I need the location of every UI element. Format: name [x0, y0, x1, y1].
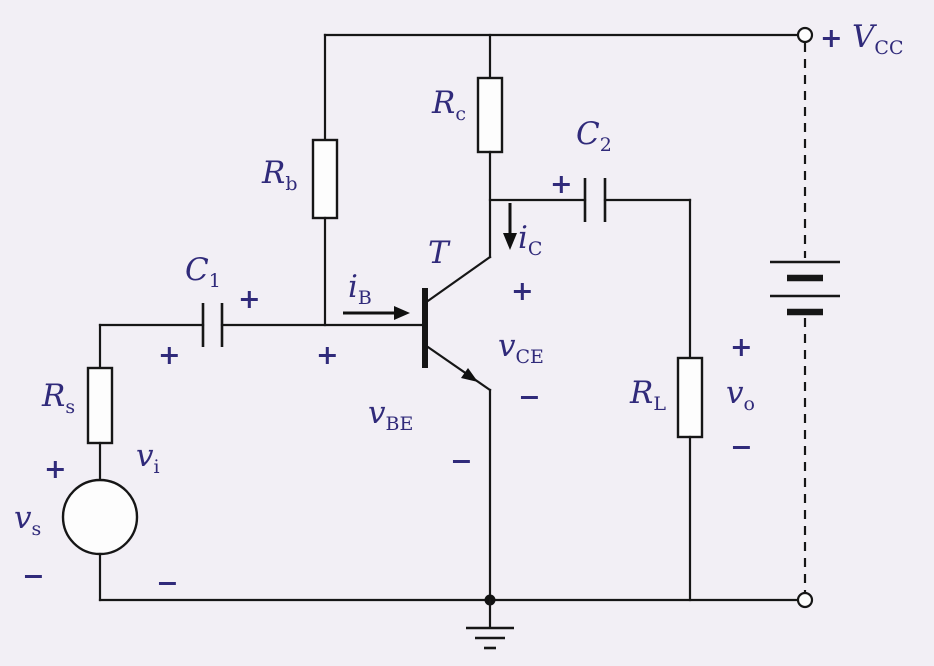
vo-label: vo: [726, 375, 755, 415]
ic-arrowhead: [503, 233, 517, 250]
ic-label: iC: [518, 220, 542, 260]
vo-plus-sign: +: [730, 332, 753, 363]
c2-label: C2: [576, 116, 612, 156]
vce-label: vCE: [498, 328, 544, 368]
vs-source: [61, 478, 139, 556]
rs-resistor: [86, 366, 114, 445]
vce-minus-sign: −: [518, 382, 541, 413]
rc-label: Rc: [431, 85, 466, 125]
vs-label: vs: [14, 500, 41, 540]
c1-label: C1: [185, 252, 221, 292]
vs-minus-sign: −: [22, 561, 45, 592]
c1-plus-sign: +: [238, 284, 261, 315]
vo-minus-sign: −: [730, 432, 753, 463]
ground-terminal: [796, 591, 814, 609]
emitter-arrowhead: [461, 368, 478, 382]
vcc-label: + VCC: [820, 19, 904, 59]
rs-label: Rs: [41, 378, 75, 418]
vi-minus-sign: −: [156, 568, 179, 599]
transistor-emitter-lead: [423, 343, 492, 392]
vbe-label: vBE: [368, 395, 413, 435]
ib-arrowhead: [394, 306, 410, 320]
ib-label: iB: [348, 269, 372, 309]
rb-resistor: [311, 138, 339, 220]
vce-plus-sign: +: [511, 276, 534, 307]
vcc-terminal: [796, 26, 814, 44]
rl-label: RL: [629, 375, 666, 415]
rb-label: Rb: [261, 155, 298, 195]
vbe-plus-sign: +: [316, 340, 339, 371]
transistor-collector-lead: [423, 255, 492, 305]
vs-plus-sign: +: [44, 454, 67, 485]
vi-label: vi: [136, 438, 160, 478]
rl-resistor: [676, 356, 704, 439]
transistor-label: T: [428, 235, 451, 271]
rc-resistor: [476, 76, 504, 154]
vbe-minus-sign: −: [450, 446, 473, 477]
vi-plus-sign: +: [158, 340, 181, 371]
c2-plus-sign: +: [550, 169, 573, 200]
